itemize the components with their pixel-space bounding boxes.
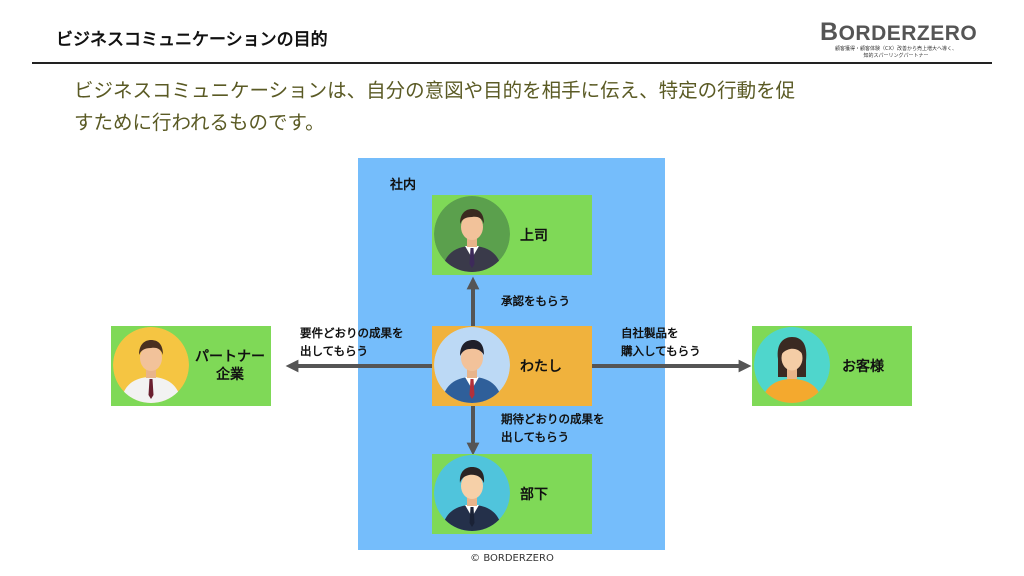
edge-label-to-customer: 自社製品を 購入してもらう xyxy=(621,324,701,360)
edge-label-to-partner-line-1: 要件どおりの成果を xyxy=(300,326,404,340)
edge-label-to-subordinate-line-1: 期待どおりの成果を xyxy=(501,412,605,426)
node-me-label: わたし xyxy=(520,359,562,375)
me-avatar-icon xyxy=(434,327,510,403)
node-partner-label-line-2: 企業 xyxy=(216,367,244,383)
node-partner-label: パートナー 企業 xyxy=(192,348,268,384)
edge-label-to-partner-line-2: 出してもらう xyxy=(300,344,369,358)
lead-line-1: ビジネスコミュニケーションは、自分の意図や目的を相手に伝え、特定の行動を促 xyxy=(74,79,796,102)
title-divider xyxy=(32,62,992,64)
boss-avatar-icon xyxy=(434,196,510,272)
company-area-label: 社内 xyxy=(390,178,417,193)
edge-label-to-customer-line-2: 購入してもらう xyxy=(621,344,701,358)
lead-line-2: すために行われるものです。 xyxy=(74,111,325,134)
logo-word-rest: ORDERZERO xyxy=(838,22,978,45)
partner-avatar-icon xyxy=(113,327,189,403)
edge-label-to-partner: 要件どおりの成果を 出してもらう xyxy=(300,324,404,360)
copyright-notice: © BORDERZERO xyxy=(470,553,554,564)
slide-title: ビジネスコミュニケーションの目的 xyxy=(56,30,328,50)
logo-initial: B xyxy=(820,18,839,46)
lead-text: ビジネスコミュニケーションは、自分の意図や目的を相手に伝え、特定の行動を促 すた… xyxy=(74,75,954,139)
node-partner-label-line-1: パートナー xyxy=(195,349,265,365)
edge-label-to-subordinate: 期待どおりの成果を 出してもらう xyxy=(501,410,605,446)
brand-logo: BORDERZERO 顧客獲得・顧客体験（CX）改善から売上増大へ導く、 知的ス… xyxy=(820,18,977,60)
node-boss-label: 上司 xyxy=(520,228,548,244)
customer-avatar-icon xyxy=(754,327,830,403)
node-customer-label: お客様 xyxy=(842,359,884,375)
logo-tagline-2: 知的スパーリングパートナー xyxy=(863,53,929,59)
logo-tagline-1: 顧客獲得・顧客体験（CX）改善から売上増大へ導く、 xyxy=(835,46,957,52)
subordinate-avatar-icon xyxy=(434,455,510,531)
edge-label-to-customer-line-1: 自社製品を xyxy=(621,326,679,340)
edge-label-to-subordinate-line-2: 出してもらう xyxy=(501,430,570,444)
node-subordinate-label: 部下 xyxy=(520,487,548,503)
edge-label-to-boss: 承認をもらう xyxy=(501,294,570,308)
logo-wordmark: BORDERZERO xyxy=(820,18,977,46)
